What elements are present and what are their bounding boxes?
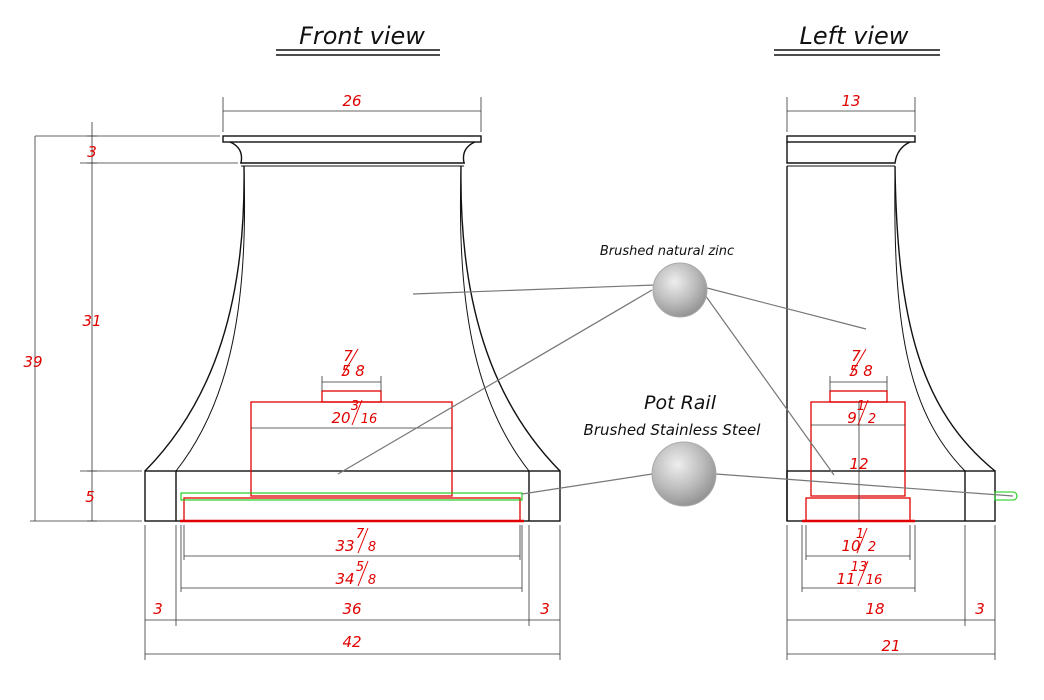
front-rail-inner-dim: 33 7 8	[335, 527, 376, 555]
left-dimension-lines	[786, 97, 996, 660]
front-body-height: 31	[82, 312, 101, 330]
zinc-swatch	[652, 262, 708, 318]
svg-text:1: 1	[857, 399, 865, 414]
pot-rail-material: Brushed Stainless Steel	[584, 421, 762, 439]
stainless-swatch	[651, 441, 717, 507]
zinc-leader-lines	[337, 284, 867, 476]
left-view-title: Left view	[800, 22, 909, 50]
svg-text:10: 10	[841, 537, 860, 555]
front-mid-width: 36	[342, 600, 361, 618]
svg-text:7: 7	[356, 527, 365, 542]
front-total-height: 39	[23, 353, 42, 371]
svg-text:8: 8	[355, 362, 365, 380]
zinc-label: Brushed natural zinc	[600, 244, 734, 259]
front-insert-outline	[180, 390, 524, 523]
left-insert-width-dim: 9 1 2	[847, 399, 876, 427]
svg-text:33: 33	[335, 537, 354, 555]
front-left-band-width: 3	[153, 600, 163, 618]
svg-text:5: 5	[341, 362, 351, 380]
svg-text:34: 34	[335, 570, 354, 588]
left-top-width: 13	[841, 92, 860, 110]
left-view-hood	[786, 135, 996, 522]
svg-text:5: 5	[849, 362, 859, 380]
left-depth: 18	[865, 600, 884, 618]
front-insert-small-dim: 7 5 8	[341, 347, 365, 380]
front-rail-outer-dim: 34 5 8	[335, 560, 376, 588]
svg-text:8: 8	[368, 573, 376, 588]
svg-text:11: 11	[836, 570, 855, 588]
svg-text:9: 9	[847, 409, 857, 427]
svg-text:7: 7	[851, 347, 861, 365]
front-view-title: Front view	[299, 22, 425, 50]
svg-text:7: 7	[343, 347, 353, 365]
svg-text:8: 8	[368, 540, 376, 555]
svg-text:20: 20	[331, 409, 350, 427]
front-total-width: 42	[342, 633, 361, 651]
left-total-depth: 21	[881, 637, 900, 655]
svg-text:16: 16	[361, 412, 378, 427]
front-view-hood	[144, 135, 561, 522]
svg-text:1: 1	[856, 527, 864, 542]
left-insert-small-dim: 7 5 8	[849, 347, 873, 380]
front-top-width: 26	[342, 92, 361, 110]
front-band-height: 5	[85, 488, 95, 506]
front-insert-width-dim: 20 3 16	[331, 399, 377, 427]
svg-text:3: 3	[351, 399, 359, 414]
front-pot-rail	[180, 492, 523, 501]
left-base-width1-dim: 10 1 2	[841, 527, 876, 555]
left-base-width2-dim: 11 13 16	[836, 560, 882, 588]
left-insert-height: 12	[849, 455, 868, 473]
rail-leader-lines	[521, 473, 1014, 497]
front-right-band-width: 3	[540, 600, 550, 618]
svg-text:2: 2	[868, 412, 876, 427]
left-pot-rail-end	[994, 491, 1018, 501]
svg-text:2: 2	[868, 540, 876, 555]
pot-rail-title: Pot Rail	[644, 392, 717, 414]
svg-text:13: 13	[851, 560, 868, 575]
svg-text:5: 5	[356, 560, 364, 575]
front-crown-height: 3	[87, 143, 97, 161]
svg-text:16: 16	[866, 573, 883, 588]
front-dimension-lines	[30, 97, 561, 660]
left-insert-outline	[802, 390, 915, 523]
svg-text:8: 8	[863, 362, 873, 380]
left-band-width: 3	[975, 600, 985, 618]
